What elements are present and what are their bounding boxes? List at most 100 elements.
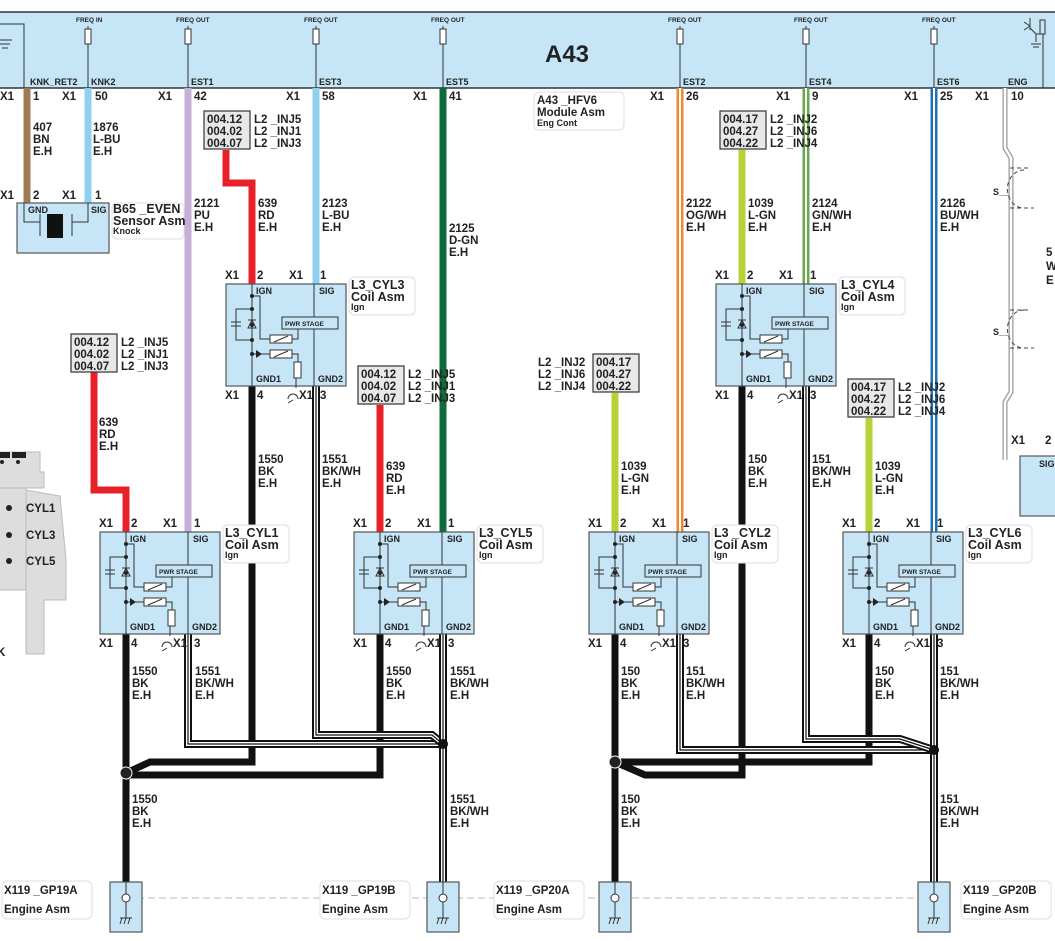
wire-harness: E.H (450, 818, 469, 830)
coil-sig-label: SIG (809, 286, 825, 296)
coil-sub: Ign (714, 550, 728, 560)
right-component[interactable] (1019, 455, 1055, 517)
coil-pin-gnd2: 3 (194, 638, 200, 650)
wire-gnd2-cyl1[interactable] (184, 634, 443, 748)
wire-color: BK (386, 678, 403, 690)
wire-color: L-BU (322, 210, 349, 222)
ref-target: L2 _INJ5 (121, 337, 169, 349)
spark-plug-icon (777, 393, 789, 404)
wire-harness: E.H (322, 222, 341, 234)
wire-harness: E.H (93, 146, 112, 158)
wire-ign-cyl1[interactable] (90, 372, 130, 532)
coil-pin-sig: 1 (937, 518, 944, 530)
engine-cyl3-label: CYL3 (26, 530, 55, 542)
wire-color: BK/WH (940, 678, 979, 690)
coil-name: Coil Asm (714, 538, 768, 552)
coil-ref: L3 _CYL2 (714, 526, 771, 540)
coil-pwr-stage: PWR STAGE (775, 321, 815, 328)
coil-circuit-icon (359, 542, 430, 636)
wire-ign-cyl3[interactable] (222, 150, 256, 284)
wire-color: L-BU (93, 134, 120, 146)
pin-func-label: FREQ OUT (304, 17, 338, 24)
ref-target: L2 _INJ6 (898, 394, 945, 406)
coil-pin-ign: 2 (257, 270, 263, 282)
wire-gnd2-cyl3[interactable] (312, 386, 446, 748)
wire-gnd1-cyl5[interactable] (126, 634, 384, 779)
wire-color: BK/WH (812, 466, 851, 478)
wire-circuit: 1551 (195, 666, 221, 678)
wire-color: BK/WH (686, 678, 725, 690)
module-a43[interactable]: A43 (0, 11, 1055, 89)
wire-gnd1-cyl4[interactable] (613, 386, 746, 779)
ground-id: X119 _GP20A (496, 885, 570, 897)
coil-conn-gnd2: X1 (662, 638, 677, 650)
coil-conn-ign: X1 (99, 518, 114, 530)
wire-color: PU (194, 210, 210, 222)
ref-page: 004.17 (723, 114, 758, 126)
coil-ign-label: IGN (873, 534, 889, 544)
shielded-wire-eng[interactable] (1002, 88, 1034, 460)
coil-pin-sig: 1 (194, 518, 201, 530)
ks-pin-1: 2 (33, 190, 39, 202)
ground-name: Engine Asm (322, 904, 388, 916)
coil-conn-sig: X1 (289, 270, 304, 282)
wire-circuit: 1550 (258, 454, 284, 466)
ks-sig-label: SIG (91, 205, 107, 215)
coil-pin-sig: 1 (810, 270, 817, 282)
wire-circuit: 151 (686, 666, 706, 678)
ks-sub: Knock (113, 226, 142, 236)
wire-color: D-GN (449, 235, 478, 247)
wire-gnd2-cyl2[interactable] (676, 634, 934, 754)
spark-plug-icon (287, 393, 299, 404)
wire-harness: E.H (686, 222, 705, 234)
ground-id: X119 _GP19B (322, 885, 396, 897)
wire-gnd2-cyl4[interactable] (802, 386, 936, 754)
ref-page: 004.02 (207, 126, 242, 138)
wire-harness: E.H (940, 690, 959, 702)
coil-gnd1-label: GND1 (256, 374, 281, 384)
wire-circuit: 151 (940, 666, 960, 678)
coil-pin-gnd2: 3 (320, 390, 326, 402)
coil-conn-gnd1: X1 (715, 390, 730, 402)
coil-gnd1-label: GND1 (619, 622, 644, 632)
coil-ign-label: IGN (384, 534, 400, 544)
wire-gnd1-cyl6[interactable] (615, 634, 873, 766)
right-component-sig: SIG (1039, 459, 1055, 469)
ground-point-1[interactable]: X119 _GP19B Engine Asm (319, 880, 460, 933)
wire-gnd1-cyl3[interactable] (124, 386, 256, 777)
pin-func-label: FREQ OUT (431, 17, 465, 24)
pin-func-label: FREQ IN (76, 17, 103, 24)
